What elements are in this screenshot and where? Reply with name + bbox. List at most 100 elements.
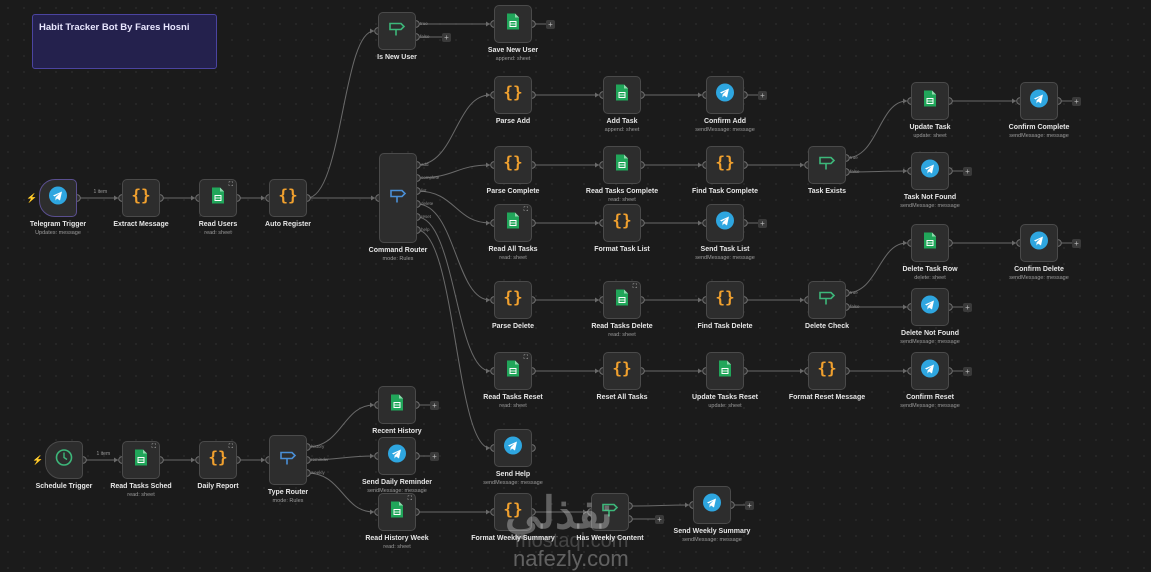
node-format-list[interactable]: {} bbox=[603, 204, 641, 242]
add-node-button[interactable]: + bbox=[758, 218, 767, 228]
svg-text:{}: {} bbox=[612, 360, 631, 378]
node-format-reset[interactable]: {} bbox=[808, 352, 846, 390]
pin-icon[interactable]: ⛶ bbox=[151, 444, 156, 450]
node-task-not-found[interactable] bbox=[911, 152, 949, 190]
pin-icon[interactable]: ⛶ bbox=[407, 496, 412, 502]
add-node-button[interactable]: + bbox=[655, 514, 664, 524]
node-label: Update Tasks Reset bbox=[691, 394, 759, 401]
node-label: Update Task bbox=[909, 124, 951, 131]
add-node-button[interactable]: + bbox=[745, 500, 754, 510]
arrow-head bbox=[1012, 240, 1016, 246]
node-send-help[interactable] bbox=[494, 429, 532, 467]
add-node-button[interactable]: + bbox=[758, 90, 767, 100]
node-label: Command Router bbox=[368, 247, 428, 254]
telegram-icon bbox=[921, 295, 939, 319]
node-task-exists[interactable] bbox=[808, 146, 846, 184]
add-node-button[interactable]: + bbox=[1072, 96, 1081, 106]
node-find-task-delete[interactable]: {} bbox=[706, 281, 744, 319]
node-confirm-reset[interactable] bbox=[911, 352, 949, 390]
node-update-task[interactable] bbox=[911, 82, 949, 120]
node-read-tasks-reset[interactable]: ⛶ bbox=[494, 352, 532, 390]
node-label: Read Tasks Delete bbox=[591, 323, 653, 330]
node-read-tasks-delete[interactable]: ⛶ bbox=[603, 281, 641, 319]
arrow-head bbox=[191, 195, 195, 201]
connection-edge[interactable] bbox=[306, 30, 375, 199]
add-node-button[interactable]: + bbox=[1072, 238, 1081, 248]
connection-edge[interactable] bbox=[306, 472, 375, 513]
node-delete-row[interactable] bbox=[911, 224, 949, 262]
node-recent-history[interactable] bbox=[378, 386, 416, 424]
node-send-weekly[interactable] bbox=[693, 486, 731, 524]
node-reset-all[interactable]: {} bbox=[603, 352, 641, 390]
sticky-note[interactable]: Habit Tracker Bot By Fares Hosni bbox=[32, 14, 217, 69]
connection-edge[interactable] bbox=[845, 242, 908, 294]
telegram-icon bbox=[703, 493, 721, 517]
connection-edge[interactable] bbox=[628, 504, 690, 507]
node-send-list[interactable] bbox=[706, 204, 744, 242]
add-node-button[interactable]: + bbox=[442, 32, 451, 42]
node-daily-report[interactable]: {}⛶ bbox=[199, 441, 237, 479]
telegram-icon bbox=[921, 359, 939, 383]
pin-icon[interactable]: ⛶ bbox=[523, 207, 528, 213]
output-label: true bbox=[420, 21, 428, 26]
connection-edge[interactable] bbox=[416, 164, 491, 179]
node-sched-trigger[interactable] bbox=[45, 441, 83, 479]
connection-edge[interactable] bbox=[416, 229, 491, 449]
connection-edge[interactable] bbox=[416, 216, 491, 372]
arrow-head bbox=[486, 297, 490, 303]
node-subtitle: sendMessage: message bbox=[682, 537, 742, 543]
pin-icon[interactable]: ⛶ bbox=[523, 355, 528, 361]
node-label: Save New User bbox=[487, 47, 539, 54]
output-label: true bbox=[850, 155, 858, 160]
node-format-weekly[interactable]: {} bbox=[494, 493, 532, 531]
node-read-all[interactable]: ⛶ bbox=[494, 204, 532, 242]
node-read-hist-week[interactable]: ⛶ bbox=[378, 493, 416, 531]
svg-text:{}: {} bbox=[503, 501, 522, 519]
pin-icon[interactable]: ⛶ bbox=[632, 284, 637, 290]
connection-edge[interactable] bbox=[416, 203, 491, 301]
add-node-button[interactable]: + bbox=[430, 400, 439, 410]
connection-edge[interactable] bbox=[306, 404, 375, 448]
node-auto-reg[interactable]: {} bbox=[269, 179, 307, 217]
add-node-button[interactable]: + bbox=[963, 302, 972, 312]
node-type-router[interactable] bbox=[269, 435, 307, 485]
node-parse-delete[interactable]: {} bbox=[494, 281, 532, 319]
node-update-reset[interactable] bbox=[706, 352, 744, 390]
node-cmd-router[interactable] bbox=[379, 153, 417, 243]
add-node-button[interactable]: + bbox=[546, 19, 555, 29]
add-node-button[interactable]: + bbox=[430, 451, 439, 461]
node-subtitle: update: sheet bbox=[913, 133, 947, 139]
node-is-new[interactable] bbox=[378, 12, 416, 50]
code-icon: {} bbox=[503, 83, 523, 107]
node-read-sched[interactable]: ⛶ bbox=[122, 441, 160, 479]
node-has-weekly[interactable] bbox=[591, 493, 629, 531]
add-node-button[interactable]: + bbox=[963, 166, 972, 176]
node-delete-check[interactable] bbox=[808, 281, 846, 319]
pin-icon[interactable]: ⛶ bbox=[228, 444, 233, 450]
add-node-button[interactable]: + bbox=[963, 366, 972, 376]
node-extract[interactable]: {} bbox=[122, 179, 160, 217]
pin-icon[interactable]: ⛶ bbox=[228, 182, 233, 188]
node-save-user[interactable] bbox=[494, 5, 532, 43]
node-tg-trigger[interactable] bbox=[39, 179, 77, 217]
node-label: Send Task List bbox=[700, 246, 750, 253]
connection-edge[interactable] bbox=[416, 190, 491, 224]
connection-edge[interactable] bbox=[845, 100, 908, 159]
node-read-tasks-complete[interactable] bbox=[603, 146, 641, 184]
node-delete-not-found[interactable] bbox=[911, 288, 949, 326]
connection-edge[interactable] bbox=[845, 170, 908, 173]
node-parse-complete[interactable]: {} bbox=[494, 146, 532, 184]
node-confirm-delete[interactable] bbox=[1020, 224, 1058, 262]
node-add-task[interactable] bbox=[603, 76, 641, 114]
node-parse-add[interactable]: {} bbox=[494, 76, 532, 114]
connection-edge[interactable] bbox=[416, 94, 491, 166]
node-find-task-complete[interactable]: {} bbox=[706, 146, 744, 184]
node-confirm-complete[interactable] bbox=[1020, 82, 1058, 120]
node-daily-reminder[interactable] bbox=[378, 437, 416, 475]
node-read-users[interactable]: ⛶ bbox=[199, 179, 237, 217]
arrow-head bbox=[114, 457, 118, 463]
connection-edge[interactable] bbox=[306, 455, 375, 461]
sheet-icon bbox=[615, 289, 629, 312]
node-label: Add Task bbox=[606, 118, 638, 125]
node-confirm-add[interactable] bbox=[706, 76, 744, 114]
